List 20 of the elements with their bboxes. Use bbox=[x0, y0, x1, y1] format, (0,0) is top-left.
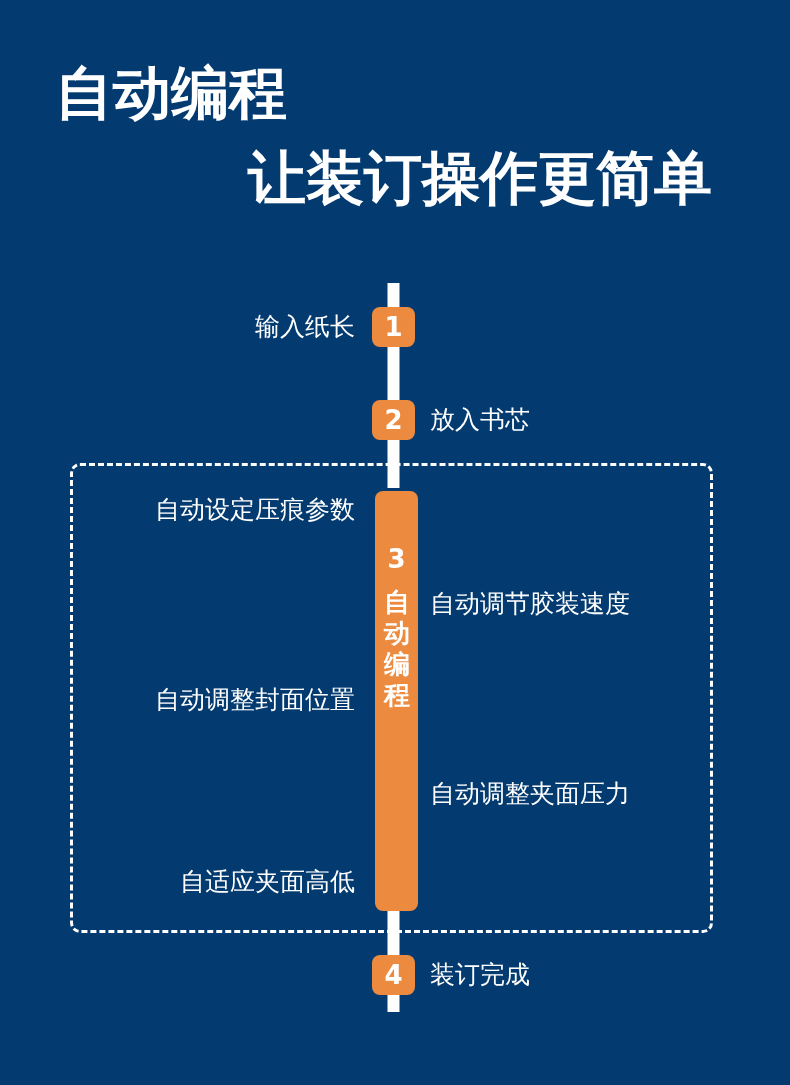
step-label: 自适应夹面高低 bbox=[180, 866, 355, 898]
step-label: 自动调整封面位置 bbox=[155, 684, 355, 716]
dashed-frame bbox=[70, 463, 713, 933]
timeline-line bbox=[387, 347, 400, 400]
title: 自动编程 bbox=[55, 58, 287, 128]
step-label: 自动设定压痕参数 bbox=[155, 494, 355, 526]
step-badge: 1 bbox=[372, 307, 415, 347]
subtitle: 让装订操作更简单 bbox=[248, 143, 712, 213]
timeline-line bbox=[387, 283, 400, 307]
step-label: 输入纸长 bbox=[255, 311, 355, 343]
step-label: 自动调节胶装速度 bbox=[430, 588, 630, 620]
step-label: 装订完成 bbox=[430, 959, 530, 991]
step-label: 放入书芯 bbox=[430, 404, 530, 436]
timeline-line bbox=[387, 440, 400, 488]
timeline-line bbox=[387, 908, 400, 955]
step-label: 自动调整夹面压力 bbox=[430, 778, 630, 810]
timeline-line bbox=[387, 995, 400, 1012]
step-badge: 2 bbox=[372, 400, 415, 440]
step-badge: 4 bbox=[372, 955, 415, 995]
step-bar: 3 自动编程 bbox=[375, 491, 418, 911]
